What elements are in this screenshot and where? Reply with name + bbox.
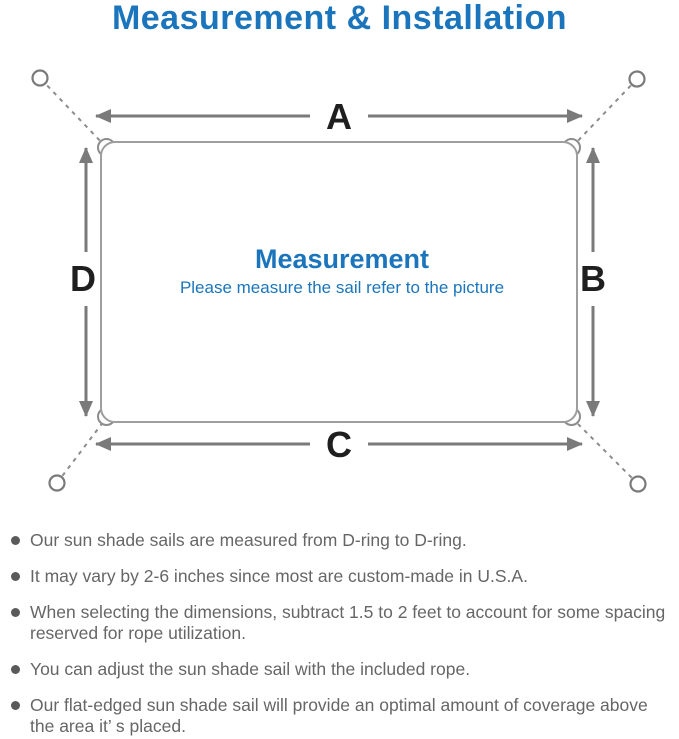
- dimension-label-b: B: [580, 258, 606, 299]
- tie-line-top-left: [40, 78, 107, 148]
- anchor-ring-icon-top-right: [628, 70, 646, 88]
- bullet-icon: [11, 572, 20, 581]
- list-item: Our sun shade sails are measured from D-…: [10, 530, 667, 551]
- tie-line-bottom-left: [56, 416, 108, 484]
- anchor-ring-icon-top-left: [31, 69, 49, 87]
- note-text: It may vary by 2-6 inches since most are…: [30, 566, 528, 586]
- anchor-ring-icon-bottom-left: [48, 474, 66, 492]
- page-title: Measurement & Installation: [111, 0, 568, 37]
- bullet-icon: [11, 701, 20, 710]
- bullet-icon: [11, 608, 20, 617]
- note-text: You can adjust the sun shade sail with t…: [30, 659, 471, 679]
- tie-line-bottom-right: [570, 416, 639, 485]
- note-text: Our sun shade sails are measured from D-…: [30, 530, 467, 550]
- notes-list: Our sun shade sails are measured from D-…: [10, 530, 667, 739]
- dimension-label-a: A: [326, 96, 352, 137]
- dimension-label-d: D: [70, 258, 96, 299]
- diagram-center-subtitle: Please measure the sail refer to the pic…: [180, 278, 504, 297]
- list-item: When selecting the dimensions, subtract …: [10, 602, 667, 644]
- list-item: Our flat-edged sun shade sail will provi…: [10, 695, 667, 737]
- list-item: It may vary by 2-6 inches since most are…: [10, 566, 667, 587]
- diagram-center-heading: Measurement: [255, 244, 429, 274]
- anchor-ring-icon-bottom-right: [629, 475, 647, 493]
- dimension-label-c: C: [326, 424, 352, 465]
- note-text: When selecting the dimensions, subtract …: [30, 602, 666, 643]
- measurement-diagram: A B C D Measurement Please measure the s…: [31, 69, 647, 493]
- tie-line-top-right: [571, 78, 638, 148]
- note-text: Our flat-edged sun shade sail will provi…: [30, 695, 648, 736]
- list-item: You can adjust the sun shade sail with t…: [10, 659, 667, 680]
- bullet-icon: [11, 665, 20, 674]
- bullet-icon: [11, 536, 20, 545]
- sail-outline: [100, 141, 578, 423]
